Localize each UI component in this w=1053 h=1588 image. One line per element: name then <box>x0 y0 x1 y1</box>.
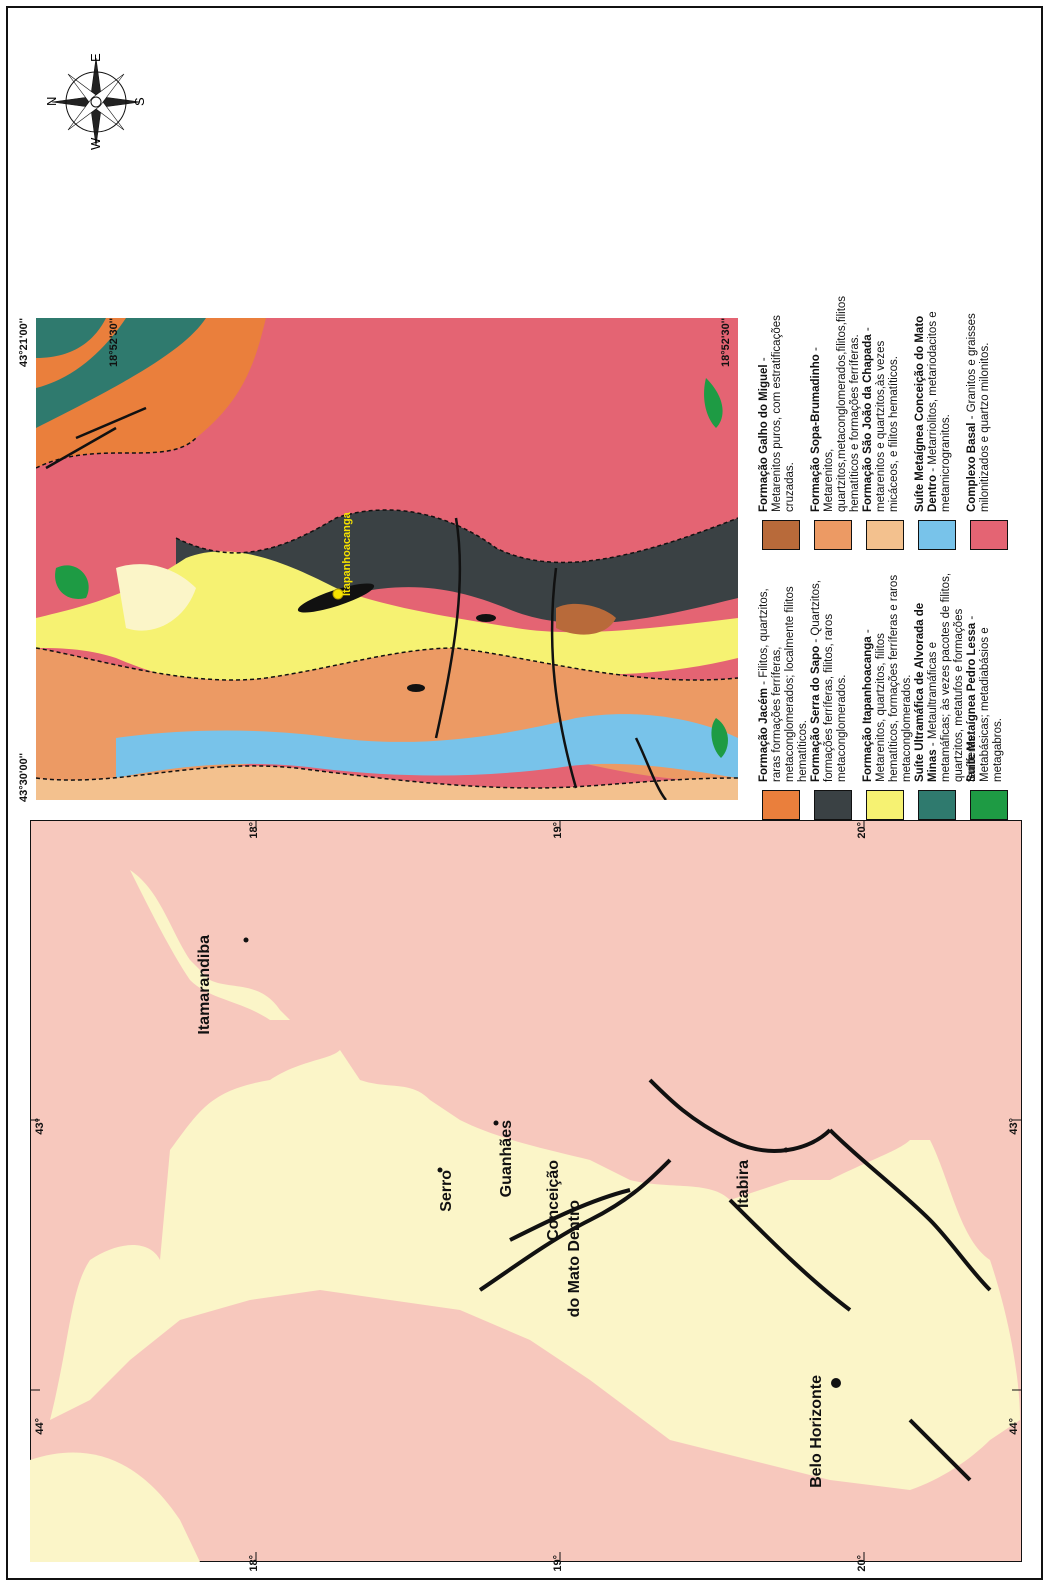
legend-swatch <box>918 790 956 820</box>
unit-galho-do-miguel <box>556 603 616 635</box>
legend-swatch <box>762 790 800 820</box>
lon-44-left: 44° <box>34 1418 46 1435</box>
legend-text: Complexo Basal - Granitos e graisses mil… <box>966 302 992 512</box>
legend-text: Formação Galho do Miguel - Metarenitos p… <box>758 302 797 512</box>
lat-18-bottom: 18° <box>248 1555 260 1572</box>
map-frame <box>6 6 1043 1580</box>
city-itabira: Itabira <box>735 1160 752 1209</box>
unit-sao-joao-chapada <box>36 765 738 800</box>
unit-conceicao <box>116 714 738 778</box>
city-mato-dentro: do Mato Dentro <box>566 1200 583 1318</box>
lon-43-right: 43° <box>1008 1118 1020 1135</box>
city-conceicao: Conceição <box>545 1160 562 1241</box>
itapanhoacanga-label: Itapanhoacanga <box>341 511 353 596</box>
legend-item-ultramafica: Suíte Ultramáfica de Alvorada de Minas -… <box>914 570 978 820</box>
compass-n: N <box>44 97 59 106</box>
legend-swatch <box>866 520 904 550</box>
coord-top-left-lat: 18°52'30'' <box>108 318 120 367</box>
legend-text: Suíte Metaígnea Pedro Lessa - Metabásica… <box>966 572 1005 782</box>
legend-title: Formação São João da Chapada <box>862 334 874 512</box>
compass-e: E <box>88 53 103 62</box>
coord-top-left-lon: 43°21'00'' <box>18 318 30 367</box>
legend-text: Formação Itapanhoacanga - Metarenitos, q… <box>862 572 914 782</box>
legend-title: Formação Jacém <box>758 688 770 782</box>
coord-bottom-right-lat: 18°52'30'' <box>720 318 732 367</box>
legend-swatch <box>918 520 956 550</box>
regional-map <box>30 820 1022 1562</box>
legend-item-serra-do-sapo: Formação Serra do Sapo - Quartzitos, for… <box>810 570 860 820</box>
legend-item-sopa-brumadinho: Formação Sopa-Brumadinho - Metarenitos, … <box>810 296 862 550</box>
legend-title: Formação Sopa-Brumadinho <box>810 354 822 512</box>
legend-swatch <box>970 790 1008 820</box>
unit-itapanhoacanga <box>36 551 738 689</box>
legend-swatch <box>762 520 800 550</box>
legend-title: Formação Serra do Sapo <box>810 645 822 782</box>
legend-swatch <box>814 790 852 820</box>
lat-20-bottom: 20° <box>856 1555 868 1572</box>
lat-18-top: 18° <box>248 822 260 839</box>
legend-swatch <box>866 790 904 820</box>
legend-text: Formação São João da Chapada - metarenit… <box>862 302 901 512</box>
legend-item-conceicao: Suíte Metaígnea Conceição do Mato Dentro… <box>914 300 964 550</box>
legend-text: Formação Jacém - Filitos, quartzitos, ra… <box>758 572 810 782</box>
lon-44-right: 44° <box>1008 1418 1020 1435</box>
compass-rose-icon: N E S W <box>44 53 147 150</box>
lat-19-top: 19° <box>552 822 564 839</box>
legend-title: Complexo Basal <box>966 422 978 512</box>
lon-43-left: 43° <box>34 1118 46 1135</box>
legend-title: Formação Galho do Miguel <box>758 364 770 512</box>
lat-20-top: 20° <box>856 822 868 839</box>
legend-item-galho-do-miguel: Formação Galho do Miguel - Metarenitos p… <box>758 300 808 550</box>
compass-w: W <box>88 137 103 150</box>
legend-item-pedro-lessa: Suíte Metaígnea Pedro Lessa - Metabásica… <box>966 570 1016 820</box>
legend-title: Formação Itapanhoacanga <box>862 636 874 782</box>
city-guanhaes: Guanhães <box>498 1120 515 1198</box>
legend-item-itapanhoacanga: Formação Itapanhoacanga - Metarenitos, q… <box>862 570 914 820</box>
city-itamarandiba: Itamarandiba <box>196 935 213 1035</box>
legend-swatch <box>814 520 852 550</box>
city-belo-horizonte: Belo Horizonte <box>808 1375 825 1488</box>
legend-text: Formação Sopa-Brumadinho - Metarenitos, … <box>810 296 862 512</box>
legend-item-jacem: Formação Jacém - Filitos, quartzitos, ra… <box>758 570 810 820</box>
itapanhoacanga-marker <box>332 588 344 600</box>
compass-s: S <box>132 97 147 106</box>
legend-title: Suíte Metaígnea Pedro Lessa <box>966 622 978 782</box>
legend-text: Suíte Metaígnea Conceição do Mato Dentro… <box>914 302 953 512</box>
unit-ultramafica-corner <box>36 318 106 358</box>
legend-item-sao-joao-chapada: Formação São João da Chapada - metarenit… <box>862 300 912 550</box>
city-serro: Serro <box>438 1170 455 1212</box>
coord-bottom-left-lon: 43°30'00'' <box>18 753 30 802</box>
legend: Formação Jacém - Filitos, quartzitos, ra… <box>758 296 1020 820</box>
legend-swatch <box>970 520 1008 550</box>
legend-item-complexo-basal: Complexo Basal - Granitos e graisses mil… <box>966 300 1016 550</box>
unit-pedro-lessa <box>55 565 89 599</box>
detail-geologic-map: Itapanhoacanga <box>36 318 738 800</box>
legend-text: Formação Serra do Sapo - Quartzitos, for… <box>810 572 849 782</box>
lat-19-bottom: 19° <box>552 1555 564 1572</box>
